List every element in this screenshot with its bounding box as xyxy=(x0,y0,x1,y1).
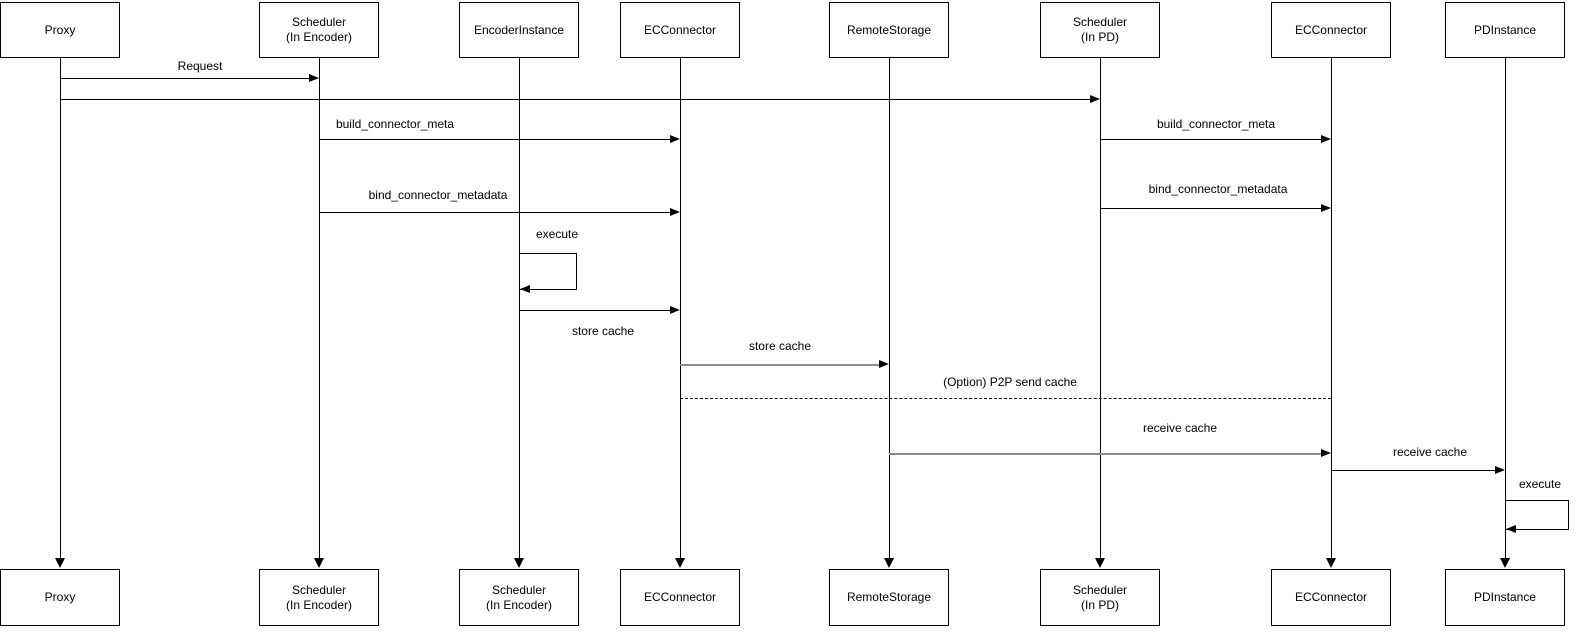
participant-top-box-scheduler-in-pd: Scheduler (In PD) xyxy=(1040,2,1160,58)
lifeline-end-arrow-icon-remote-storage xyxy=(884,558,894,568)
lifeline-end-arrow-icon-proxy xyxy=(55,558,65,568)
participant-bottom-box-scheduler-in-encoder: Scheduler (In Encoder) xyxy=(259,569,379,626)
participant-bottom-box-encoder-instance: Scheduler (In Encoder) xyxy=(459,569,579,626)
lifeline-scheduler-in-pd xyxy=(1100,58,1101,560)
message-line-build-connector-meta-left xyxy=(319,139,671,140)
participant-bottom-box-proxy: Proxy xyxy=(0,569,120,626)
message-label-store-cache-to-storage: store cache xyxy=(748,339,812,353)
lifeline-remote-storage xyxy=(889,58,890,560)
message-arrowhead-icon-build-connector-meta-left xyxy=(670,135,680,143)
message-line-build-connector-meta-right xyxy=(1100,139,1322,140)
self-loop-label-execute-pd: execute xyxy=(1518,477,1562,491)
self-loop-execute-pd xyxy=(1505,500,1569,530)
self-loop-arrowhead-icon-execute-pd xyxy=(1506,525,1516,533)
message-line-store-cache-to-storage xyxy=(680,364,880,366)
message-arrowhead-icon-request xyxy=(309,74,319,82)
message-line-bind-connector-metadata-right xyxy=(1100,208,1322,209)
message-label-receive-cache-to-pd: receive cache xyxy=(1392,445,1468,459)
participant-top-box-ec-connector-left: ECConnector xyxy=(620,2,740,58)
participant-bottom-box-remote-storage: RemoteStorage xyxy=(829,569,949,626)
participant-top-box-proxy: Proxy xyxy=(0,2,120,58)
lifeline-proxy xyxy=(60,58,61,560)
message-label-request: Request xyxy=(177,59,223,73)
self-loop-label-execute-encoder: execute xyxy=(535,227,579,241)
message-arrowhead-icon-bind-connector-metadata-left xyxy=(670,208,680,216)
message-line-bind-connector-metadata-left xyxy=(319,212,671,213)
participant-bottom-box-ec-connector-left: ECConnector xyxy=(620,569,740,626)
participant-top-box-ec-connector-right: ECConnector xyxy=(1271,2,1391,58)
message-label-receive-cache-from-storage: receive cache xyxy=(1142,421,1218,435)
participant-bottom-box-ec-connector-right: ECConnector xyxy=(1271,569,1391,626)
message-arrowhead-icon-receive-cache-to-pd xyxy=(1495,466,1505,474)
message-line-request xyxy=(60,78,310,79)
message-line-receive-cache-from-storage xyxy=(889,453,1322,455)
message-label-p2p-send-cache: (Option) P2P send cache xyxy=(943,375,1077,389)
message-arrowhead-icon-build-connector-meta-right xyxy=(1321,135,1331,143)
participant-top-box-remote-storage: RemoteStorage xyxy=(829,2,949,58)
message-label-build-connector-meta-right: build_connector_meta xyxy=(1156,117,1276,131)
message-line-receive-cache-to-pd xyxy=(1331,470,1496,471)
message-label-bind-connector-metadata-right: bind_connector_metadata xyxy=(1148,182,1288,196)
participant-top-box-encoder-instance: EncoderInstance xyxy=(459,2,579,58)
lifeline-end-arrow-icon-pd-instance xyxy=(1500,558,1510,568)
lifeline-end-arrow-icon-ec-connector-left xyxy=(675,558,685,568)
lifeline-end-arrow-icon-ec-connector-right xyxy=(1326,558,1336,568)
lifeline-end-arrow-icon-encoder-instance xyxy=(514,558,524,568)
participant-top-box-scheduler-in-encoder: Scheduler (In Encoder) xyxy=(259,2,379,58)
message-label-bind-connector-metadata-left: bind_connector_metadata xyxy=(368,188,508,202)
participant-bottom-box-scheduler-in-pd: Scheduler (In PD) xyxy=(1040,569,1160,626)
message-arrowhead-icon-forward-request xyxy=(1090,95,1100,103)
message-line-p2p-send-cache xyxy=(680,398,1331,399)
self-loop-arrowhead-icon-execute-encoder xyxy=(520,285,530,293)
lifeline-encoder-instance xyxy=(519,58,520,560)
lifeline-ec-connector-right xyxy=(1331,58,1332,560)
lifeline-end-arrow-icon-scheduler-in-encoder xyxy=(314,558,324,568)
lifeline-ec-connector-left xyxy=(680,58,681,560)
message-label-build-connector-meta-left: build_connector_meta xyxy=(335,117,455,131)
lifeline-end-arrow-icon-scheduler-in-pd xyxy=(1095,558,1105,568)
message-line-store-cache-to-connector xyxy=(519,310,671,311)
message-label-store-cache-to-connector: store cache xyxy=(571,324,635,338)
lifeline-pd-instance xyxy=(1505,58,1506,560)
lifeline-scheduler-in-encoder xyxy=(319,58,320,560)
participant-top-box-pd-instance: PDInstance xyxy=(1445,2,1565,58)
message-arrowhead-icon-bind-connector-metadata-right xyxy=(1321,204,1331,212)
message-arrowhead-icon-receive-cache-from-storage xyxy=(1321,449,1331,457)
self-loop-execute-encoder xyxy=(519,253,577,290)
message-arrowhead-icon-store-cache-to-storage xyxy=(879,360,889,368)
message-line-forward-request xyxy=(60,99,1091,100)
message-arrowhead-icon-store-cache-to-connector xyxy=(670,306,680,314)
participant-bottom-box-pd-instance: PDInstance xyxy=(1445,569,1565,626)
